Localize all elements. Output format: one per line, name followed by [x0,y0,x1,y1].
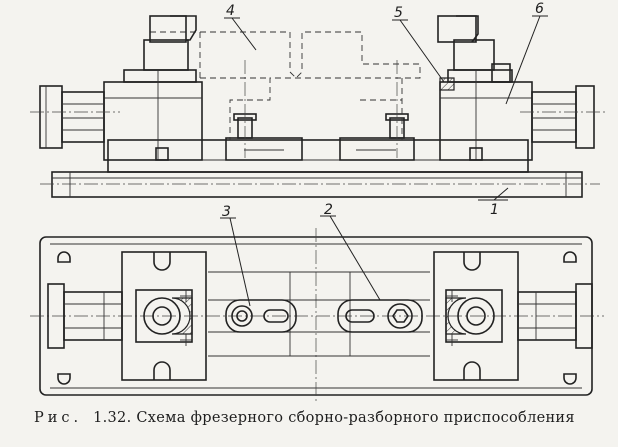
callout-6: 6 [535,1,544,17]
callouts: 1 2 3 4 5 6 [220,1,548,307]
callout-2: 2 [324,202,333,218]
callout-5: 5 [394,5,403,21]
caption-label: Рис. [34,410,83,426]
front-view [30,15,606,198]
figure-caption: Рис. 1.32. Схема фрезерного сборно-разбо… [34,410,604,426]
plan-view [30,228,604,404]
caption-number: 1.32. [93,410,132,426]
callout-1: 1 [490,202,499,218]
caption-text: Схема фрезерного сборно-разборного присп… [136,410,575,426]
callout-3: 3 [222,204,231,220]
callout-4: 4 [226,3,235,19]
